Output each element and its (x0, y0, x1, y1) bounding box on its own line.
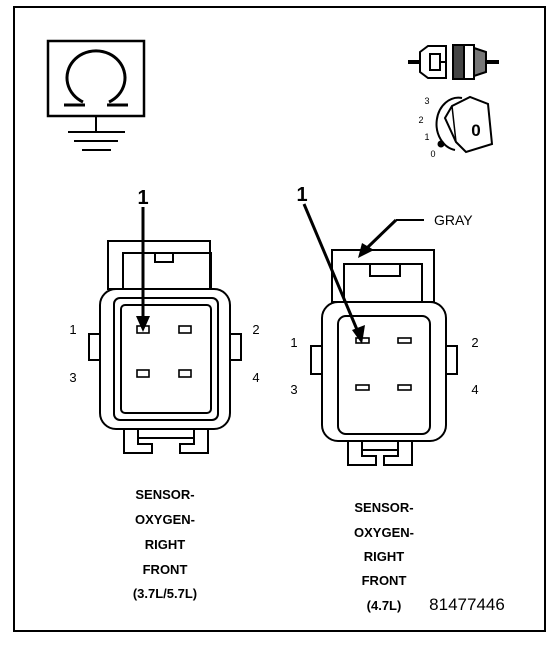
left-pin-4-cavity (178, 369, 192, 378)
left-pin-label-1: 1 (69, 322, 76, 337)
svg-text:OXYGEN-: OXYGEN- (135, 512, 195, 527)
left-pin-label-3: 3 (69, 370, 76, 385)
right-pin-label-3: 3 (290, 382, 297, 397)
right-pin-label-2: 2 (471, 335, 478, 350)
connector-disconnect-icon (408, 44, 499, 80)
right-pin-label-4: 4 (471, 382, 478, 397)
right-pin-3-cavity (355, 384, 370, 391)
ignition-key-off-icon: 3 2 1 0 0 (418, 95, 494, 159)
right-pin-label-1: 1 (290, 335, 297, 350)
left-connector-3-7l-5-7l (88, 240, 242, 454)
figure-number: 81477446 (429, 595, 505, 614)
left-callout-number: 1 (137, 187, 148, 209)
left-pin-label-2: 2 (252, 322, 259, 337)
right-callout-number: 1 (296, 184, 307, 206)
ohm-meter-ground-icon (46, 39, 146, 151)
ignition-position-1: 1 (424, 132, 429, 142)
left-connector-caption: SENSOR- OXYGEN- RIGHT FRONT (3.7L/5.7L) (133, 487, 197, 601)
svg-text:RIGHT: RIGHT (145, 537, 186, 552)
right-callout-arrow (302, 203, 365, 344)
svg-text:(3.7L/5.7L): (3.7L/5.7L) (133, 586, 197, 601)
right-connector-caption: SENSOR- OXYGEN- RIGHT FRONT (4.7L) (354, 500, 414, 613)
svg-text:RIGHT: RIGHT (364, 549, 405, 564)
svg-text:OXYGEN-: OXYGEN- (354, 525, 414, 540)
right-pin-2-cavity (397, 337, 412, 344)
right-connector-4-7l (310, 249, 458, 466)
diagram-frame (13, 6, 546, 632)
left-pin-label-4: 4 (252, 370, 259, 385)
svg-text:SENSOR-: SENSOR- (354, 500, 413, 515)
right-pin-4-cavity (397, 384, 412, 391)
svg-text:FRONT: FRONT (143, 562, 188, 577)
ignition-position-2: 2 (418, 115, 423, 125)
svg-text:(4.7L): (4.7L) (367, 598, 402, 613)
ignition-position-3: 3 (424, 96, 429, 106)
gray-leader-arrow (358, 218, 424, 258)
left-pin-2-cavity (178, 325, 192, 334)
left-pin-3-cavity (136, 369, 150, 378)
ignition-key-label: 0 (471, 121, 480, 140)
ignition-position-0: 0 (430, 149, 435, 159)
svg-text:SENSOR-: SENSOR- (135, 487, 194, 502)
svg-text:FRONT: FRONT (362, 573, 407, 588)
left-callout-arrow (136, 207, 150, 332)
gray-color-label: GRAY (434, 212, 473, 228)
